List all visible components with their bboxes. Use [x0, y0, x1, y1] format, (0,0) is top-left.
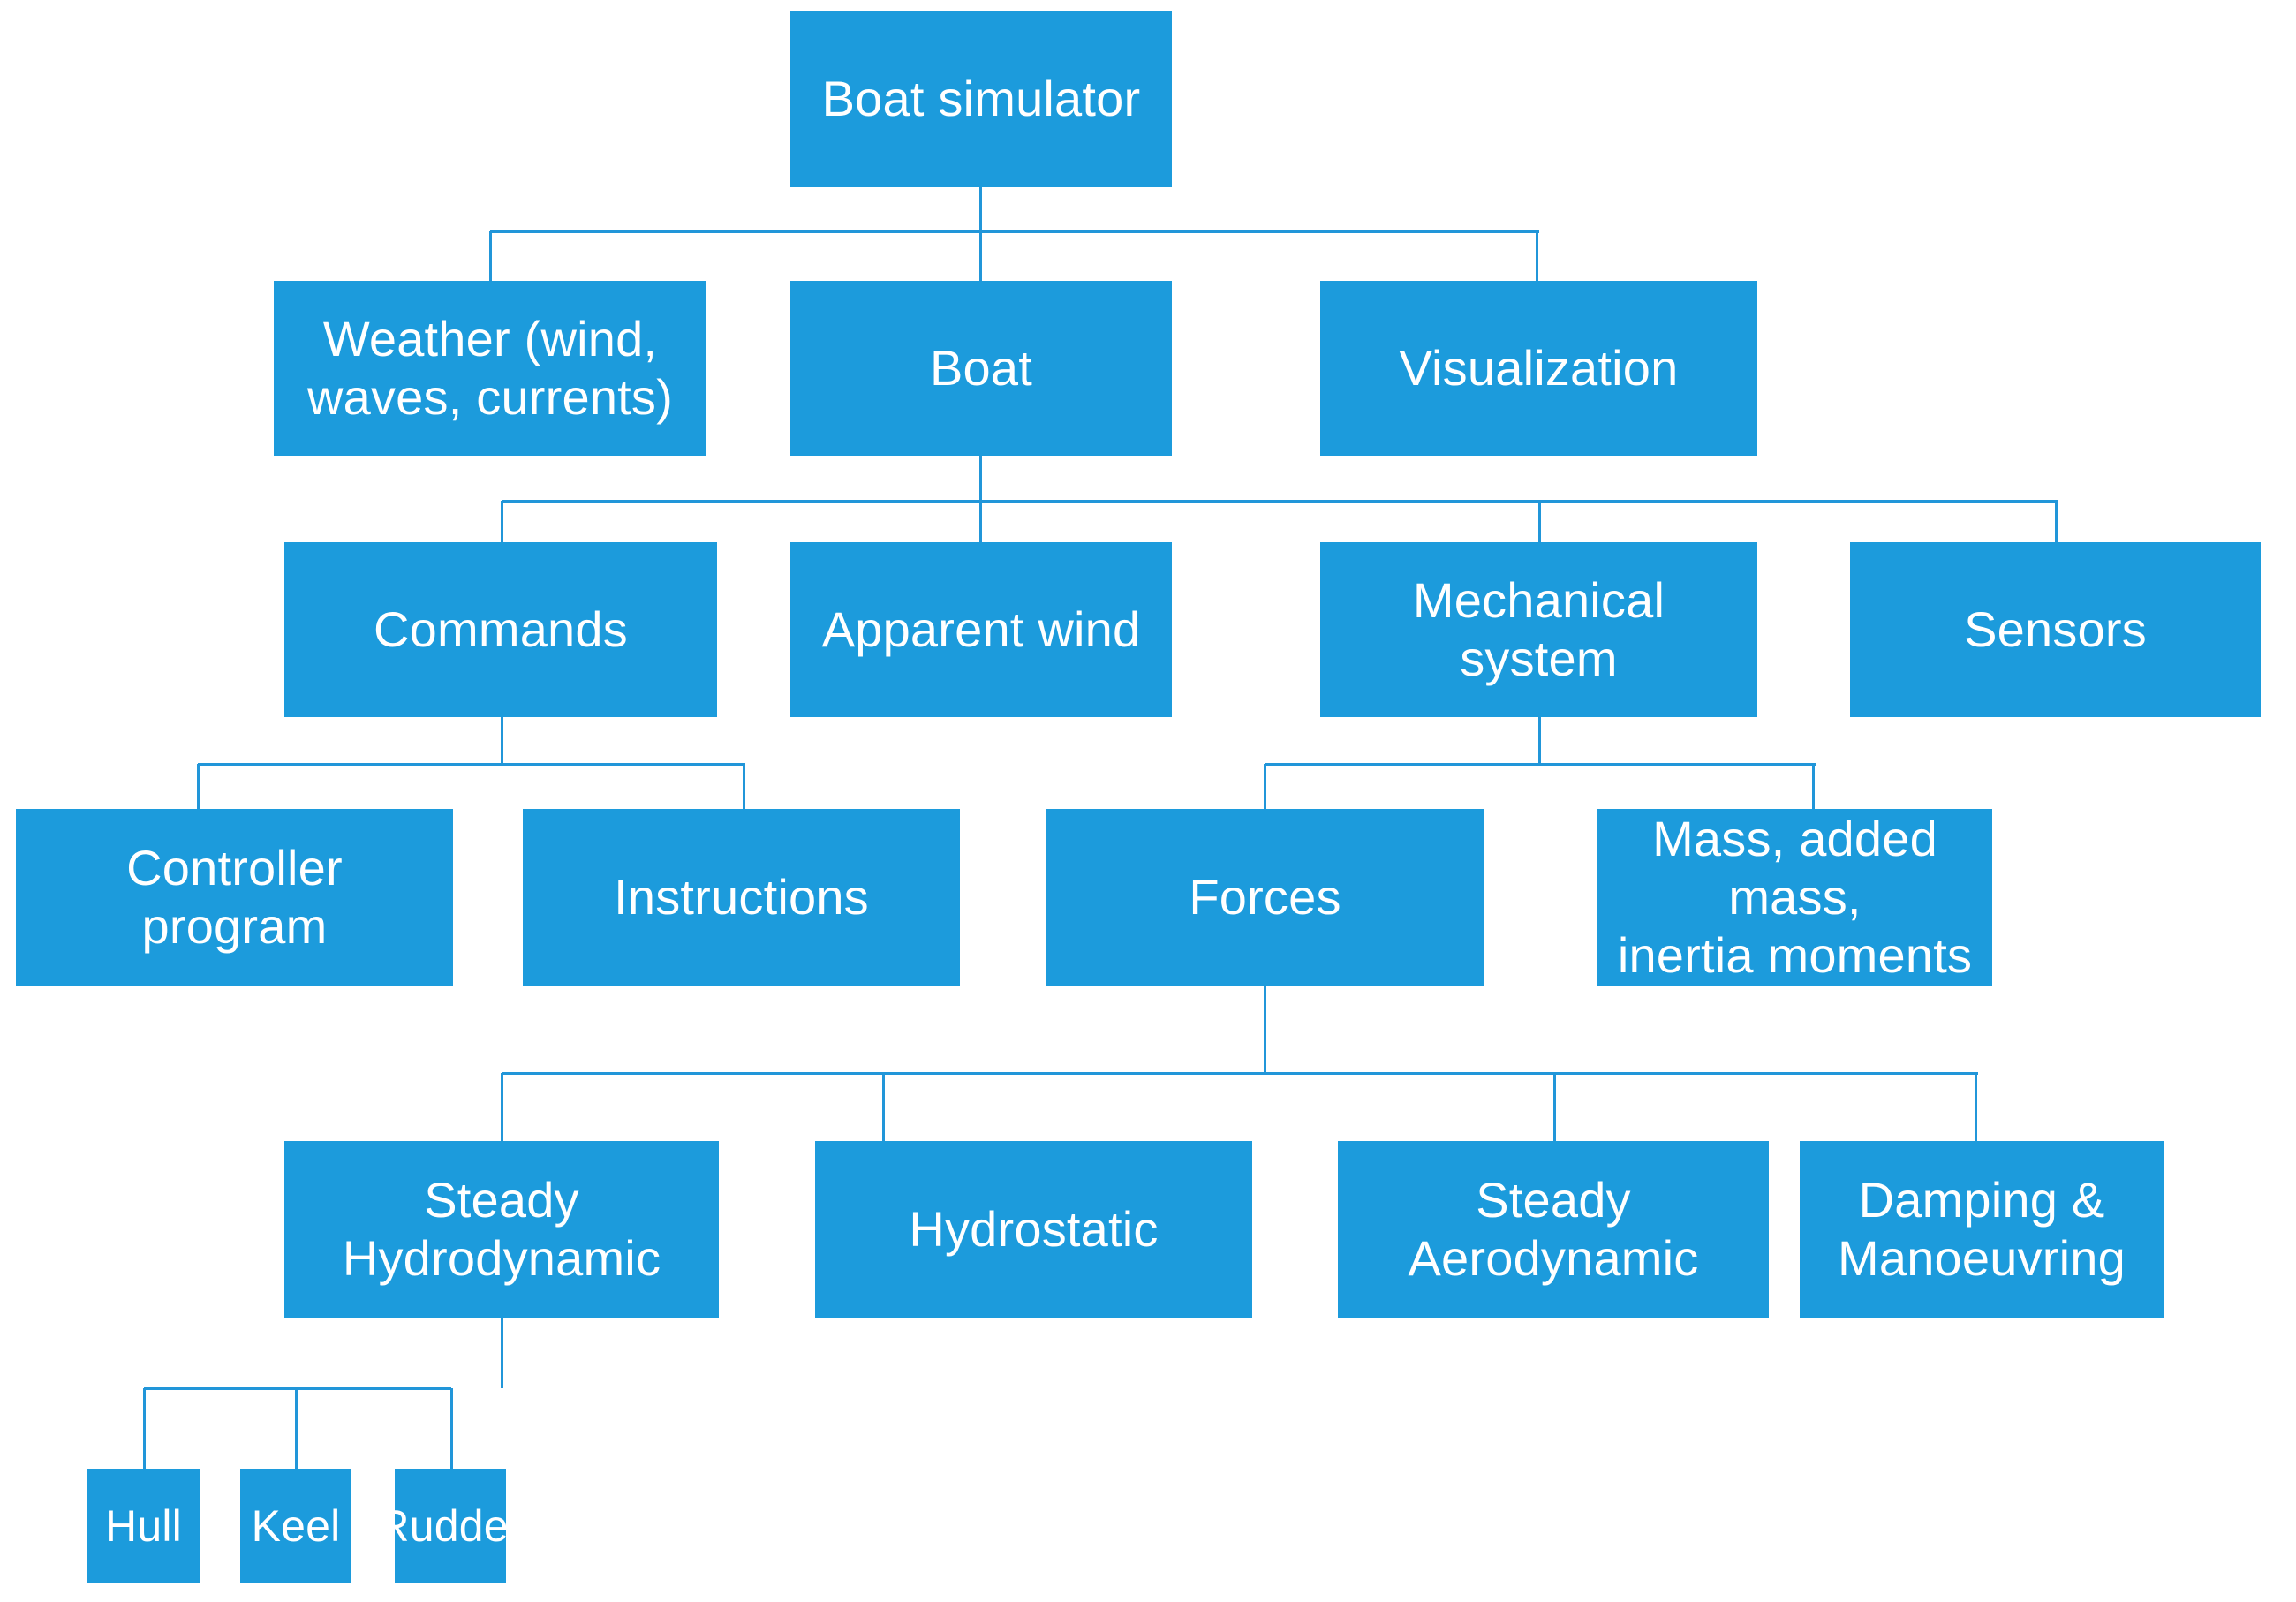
- connector-drop-forces: [1264, 764, 1266, 809]
- connector-drop-visualization: [1536, 231, 1538, 281]
- node-boat[interactable]: Boat: [790, 281, 1172, 456]
- node-rudder[interactable]: Rudder: [377, 1469, 523, 1583]
- connector-drop-damping-manoeuvring: [1975, 1073, 1977, 1142]
- connector-forces-stem: [1264, 986, 1266, 1073]
- node-visualization[interactable]: Visualization: [1320, 281, 1757, 456]
- connector-boat-simulator-stem: [979, 187, 982, 233]
- connector-steady-hydrodynamic-bus: [144, 1387, 451, 1390]
- node-forces[interactable]: Forces: [1046, 809, 1484, 986]
- connector-boat-stem: [979, 456, 982, 501]
- node-hull[interactable]: Hull: [87, 1469, 200, 1583]
- node-keel[interactable]: Keel: [240, 1469, 351, 1583]
- node-damping-manoeuvring[interactable]: Damping & Manoeuvring: [1800, 1141, 2164, 1318]
- node-controller-program[interactable]: Controller program: [16, 809, 453, 986]
- connector-boat-simulator-bus: [490, 230, 1539, 233]
- connector-drop-mass-inertia: [1812, 764, 1815, 809]
- connector-commands-bus: [198, 763, 745, 766]
- connector-drop-commands: [501, 501, 503, 542]
- connector-drop-controller-program: [197, 764, 200, 809]
- connector-drop-instructions: [743, 764, 745, 809]
- node-apparent-wind[interactable]: Apparent wind: [790, 542, 1172, 717]
- connector-drop-steady-hydrodynamic: [501, 1073, 503, 1142]
- node-mechanical-system[interactable]: Mechanical system: [1320, 542, 1757, 717]
- node-steady-aerodynamic[interactable]: Steady Aerodynamic: [1338, 1141, 1769, 1318]
- connector-boat-bus: [502, 500, 2058, 503]
- node-hydrostatic[interactable]: Hydrostatic: [815, 1141, 1252, 1318]
- connector-drop-rudder: [450, 1388, 453, 1470]
- connector-drop-apparent-wind: [979, 501, 982, 542]
- connector-drop-mechanical-system: [1538, 501, 1541, 542]
- connector-drop-keel: [295, 1388, 298, 1470]
- connector-drop-sensors: [2055, 501, 2058, 542]
- connector-mechanical-system-bus: [1265, 763, 1816, 766]
- connector-drop-hydrostatic: [882, 1073, 885, 1142]
- connector-commands-stem: [501, 717, 503, 764]
- node-commands[interactable]: Commands: [284, 542, 717, 717]
- connector-drop-weather: [489, 231, 492, 281]
- node-instructions[interactable]: Instructions: [523, 809, 960, 986]
- node-steady-hydrodynamic[interactable]: Steady Hydrodynamic: [284, 1141, 719, 1318]
- connector-steady-hydrodynamic-stem: [501, 1318, 503, 1388]
- node-weather[interactable]: Weather (wind, waves, currents): [274, 281, 706, 456]
- node-boat-simulator[interactable]: Boat simulator: [790, 11, 1172, 187]
- connector-forces-bus: [502, 1072, 1978, 1075]
- connector-drop-hull: [143, 1388, 146, 1470]
- connector-drop-steady-aerodynamic: [1553, 1073, 1556, 1142]
- node-sensors[interactable]: Sensors: [1850, 542, 2261, 717]
- connector-mechanical-system-stem: [1538, 717, 1541, 764]
- connector-drop-boat: [979, 231, 982, 281]
- node-mass-inertia[interactable]: Mass, added mass, inertia moments: [1597, 809, 1992, 986]
